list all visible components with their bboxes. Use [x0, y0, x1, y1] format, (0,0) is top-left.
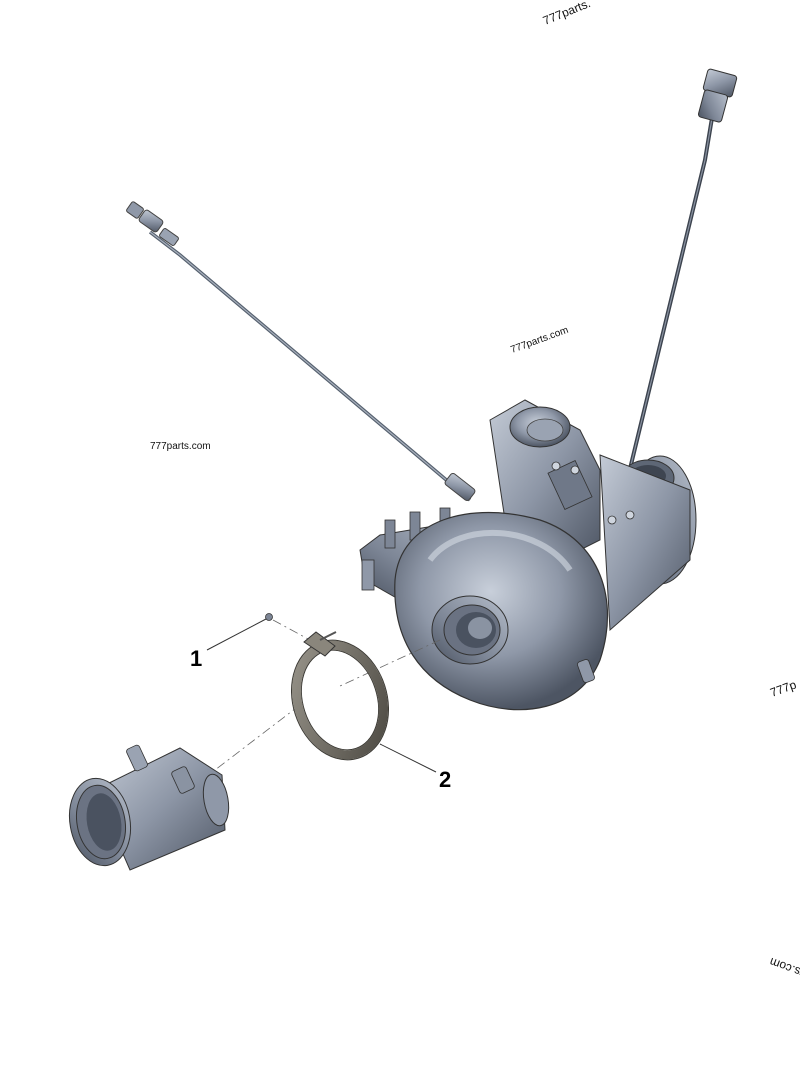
sensor-cable-left: [126, 201, 476, 502]
v-band-clamp-part: [290, 631, 390, 761]
watermark-top: 777parts.: [541, 0, 593, 28]
outlet-pipe-part: [68, 744, 230, 871]
watermark-right-edge: 777p: [768, 677, 798, 699]
turbine-housing: [394, 511, 608, 711]
sensor-connector-right: [697, 68, 738, 123]
turbocharger-assembly: [359, 399, 697, 711]
screw-part: [265, 613, 273, 621]
callout-1-leader: [206, 618, 267, 651]
assembly-axis-outlet: [214, 704, 301, 771]
watermark-center: 777parts.com: [509, 325, 570, 356]
callout-2-leader: [379, 743, 437, 773]
callout-1-number: 1: [190, 646, 202, 671]
sensor-cable-right: [618, 68, 738, 511]
assembly-axis-screw: [272, 619, 311, 641]
callout-2-number: 2: [439, 767, 451, 792]
watermark-bottom-flipped: 777parts.com: [768, 955, 800, 993]
sensor-connector-left: [126, 201, 179, 246]
watermark-left: 777parts.com: [150, 441, 211, 452]
